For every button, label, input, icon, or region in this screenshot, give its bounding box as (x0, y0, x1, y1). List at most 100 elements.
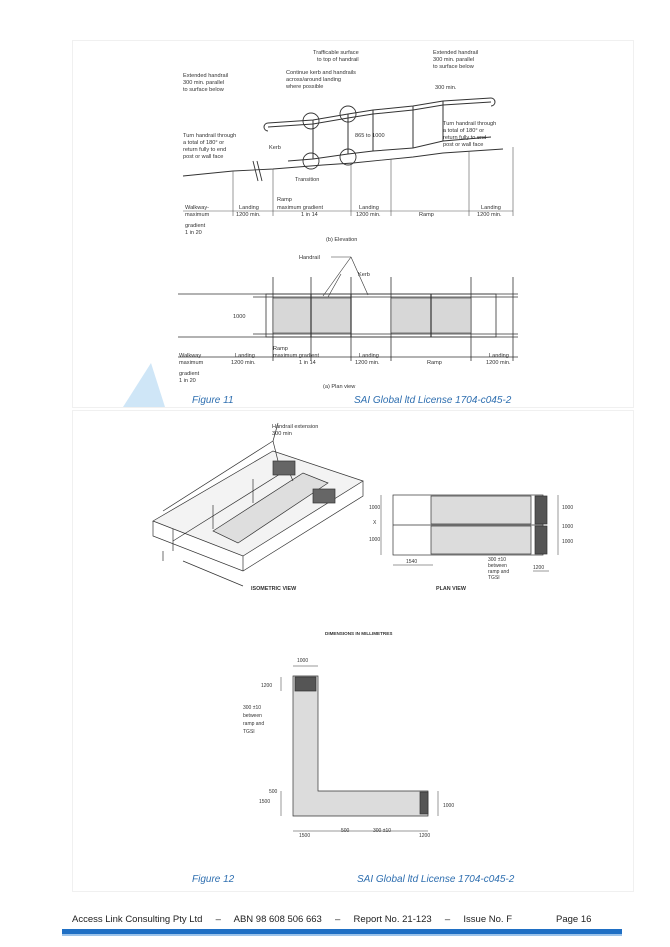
label-extended-right-3: to surface below (433, 64, 475, 70)
plan-landing1-2: 1200 min. (231, 360, 256, 366)
figure-12-drawing: Handrail extension 300 min ISOMETRIC VIE… (152, 422, 573, 839)
plan-walkway-3: gradient (179, 371, 200, 377)
figure-12-caption: Figure 12 (192, 874, 235, 885)
label-turn-left-4: post or wall face (183, 154, 223, 160)
plan-ramp1-3: 1 in 14 (299, 360, 316, 366)
label-turn-right-2: a total of 180° or (443, 128, 484, 134)
label-extended-left-3: to surface below (183, 87, 225, 93)
label-extended-left-1: Extended handrail (183, 73, 228, 79)
lv-500a: 500 (269, 789, 278, 795)
footer-issue: Issue No. F (463, 914, 512, 925)
elev-walkway-4: 1 in 20 (185, 230, 202, 236)
transition-circles (302, 105, 357, 170)
elev-ramp1-1: Ramp (277, 197, 292, 203)
lv-note-4: TGSI (243, 729, 255, 735)
lv-1200: 1200 (419, 833, 430, 839)
elev-landing2-1: Landing (359, 205, 379, 211)
pv-left-3: 1000 (369, 537, 380, 543)
iso-extension-2: 300 min (272, 431, 292, 437)
plan-ramp-hatch (272, 294, 472, 337)
figure-11-caption: Figure 11 (192, 395, 234, 406)
plan-width-label: 1000 (233, 314, 245, 320)
elev-ramp1-2: maximum gradient (277, 205, 323, 211)
elev-landing3-2: 1200 min. (477, 212, 502, 218)
pv-note-3: ramp and (488, 569, 509, 575)
footer-company: Access Link Consulting Pty Ltd (72, 914, 203, 925)
plan-walkway-2: maximum (179, 360, 204, 366)
plan-landing3-1: Landing (489, 353, 509, 359)
pv-right-1: 1000 (562, 505, 573, 511)
footer-page-number: Page 16 (556, 914, 592, 925)
isometric-title: ISOMETRIC VIEW (251, 586, 297, 592)
elev-walkway-1: Walkway- (185, 205, 209, 211)
plan-walkway-4: 1 in 20 (179, 378, 196, 384)
plan-landing1-1: Landing (235, 353, 255, 359)
figure-12-frame: Handrail extension 300 min ISOMETRIC VIE… (72, 410, 634, 892)
elev-landing1-2: 1200 min. (236, 212, 261, 218)
label-continue-kerb-3: where possible (285, 84, 323, 90)
elevation-labels: Trafficable surface to top of handrail E… (183, 50, 496, 183)
label-continue-kerb-1: Continue kerb and handrails (286, 70, 356, 76)
l-view-labels: 1000 1200 300 ±10 between ramp and TGSI … (243, 658, 454, 839)
lv-1200: 1200 (261, 683, 272, 689)
label-extended-right-2: 300 min. parallel (433, 57, 474, 63)
lv-note-3: ramp and (243, 721, 264, 727)
l-view (280, 665, 439, 832)
pv-left-2: X (373, 520, 377, 526)
footer-abn: ABN 98 608 506 663 (233, 914, 322, 925)
footer-sep-2: – (335, 914, 341, 925)
elevation-bottom-labels: Walkway- maximum gradient 1 in 20 Landin… (185, 197, 502, 243)
label-turn-right-3: return fully to end (443, 135, 486, 141)
elev-landing2-2: 1200 min. (356, 212, 381, 218)
plan-handrail-leaders (322, 256, 369, 298)
label-turn-right-4: post or wall face (443, 142, 483, 148)
plan-ramp2: Ramp (427, 360, 442, 366)
label-kerb: Kerb (269, 145, 281, 151)
figure-12-license: SAI Global ltd License 1704-c045-2 (357, 874, 515, 885)
dimensions-note: DIMENSIONS IN MILLIMETRES (325, 631, 392, 636)
label-height: 865 to 1000 (355, 133, 385, 139)
label-turn-right-1: Turn handrail through (443, 121, 496, 127)
planview-title: PLAN VIEW (436, 586, 467, 592)
plan-view-12 (380, 494, 559, 572)
lv-500b: 500 (341, 828, 350, 834)
label-turn-left-3: return fully to end (183, 147, 226, 153)
lv-300: 300 ±10 (373, 828, 391, 834)
label-turn-left-1: Turn handrail through (183, 133, 236, 139)
label-continue-kerb-2: across/around landing (286, 77, 341, 83)
lv-1500a: 1500 (259, 799, 270, 805)
plan-handrail-label: Handrail (299, 255, 320, 261)
plan-kerb-label: Kerb (358, 272, 370, 278)
lv-note-2: between (243, 713, 262, 719)
pv-note-4: TGSI (488, 575, 500, 581)
plan-landing2-1: Landing (359, 353, 379, 359)
pv-note-2: between (488, 563, 507, 569)
label-transition: Transition (295, 177, 319, 183)
plan-landing2-2: 1200 min. (355, 360, 380, 366)
elevation-handrail (263, 97, 496, 162)
elev-ramp1-3: 1 in 14 (301, 212, 318, 218)
footer-rule (62, 929, 622, 934)
elevation-title: (b) Elevation (326, 237, 357, 243)
pv-right-2: 1000 (562, 524, 573, 530)
elev-landing3-1: Landing (481, 205, 501, 211)
plan-walkway-1: Walkway (179, 353, 201, 359)
label-extended-right-1: Extended handrail (433, 50, 478, 56)
elev-ramp2: Ramp (419, 212, 434, 218)
label-trafficable-1: Trafficable surface (313, 50, 359, 56)
plan-landing3-2: 1200 min. (486, 360, 511, 366)
plan-title: (a) Plan view (323, 384, 356, 390)
elev-walkway-2: maximum (185, 212, 210, 218)
lv-top: 1000 (297, 658, 308, 664)
lv-1000: 1000 (443, 803, 454, 809)
elevation-ground (182, 148, 504, 182)
figure-11-license: SAI Global ltd License 1704-c045-2 (354, 395, 512, 406)
footer-sep-3: – (444, 914, 451, 925)
label-turn-left-2: a total of 180° or (183, 140, 224, 146)
plan-ramp1-2: maximum gradient (273, 353, 319, 359)
pv-note-1: 300 ±10 (488, 557, 506, 563)
elev-walkway-3: gradient (185, 223, 206, 229)
lv-1500b: 1500 (299, 833, 310, 839)
pv-left-1: 1000 (369, 505, 380, 511)
